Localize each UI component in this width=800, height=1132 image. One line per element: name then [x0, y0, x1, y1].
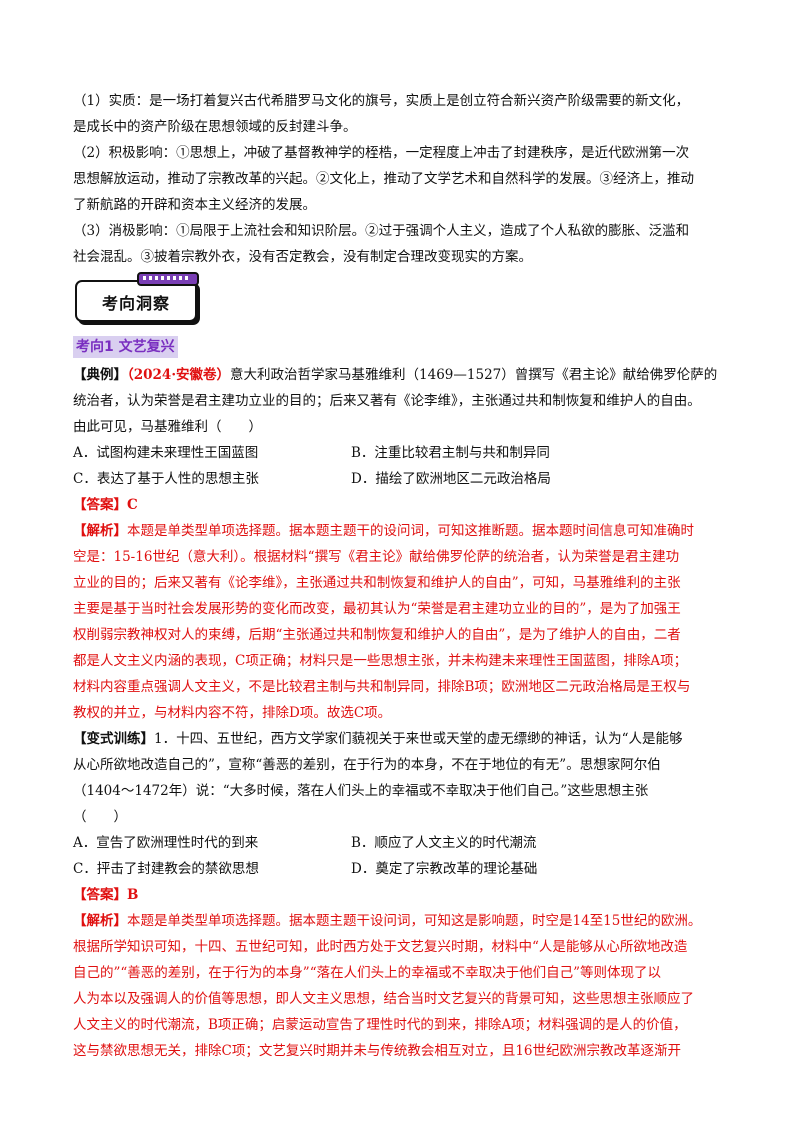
example-source: （2024·安徽卷） [127, 367, 231, 383]
analysis-line: 人为本以及强调人的价值等思想，即人文主义思想，结合当时文艺复兴的背景可知，这些思… [73, 991, 694, 1007]
example-question-line: 由此可见，马基雅维利（ ） [73, 419, 262, 435]
option-d: D．奠定了宗教改革的理论基础 [351, 861, 538, 877]
intro-section: （1）实质：是一场打着复兴古代希腊罗马文化的旗号，实质上是创立符合新兴资产阶级需… [73, 88, 727, 270]
option-b: B．顺应了人文主义的时代潮流 [351, 835, 537, 851]
option-d: D．描绘了欧洲地区二元政治格局 [351, 471, 551, 487]
analysis-line: 【解析】本题是单类型单项选择题。据本题主题干的设问词，可知这推断题。据本题时间信… [73, 518, 727, 544]
page-content: （1）实质：是一场打着复兴古代希腊罗马文化的旗号，实质上是创立符合新兴资产阶级需… [73, 88, 727, 1064]
analysis-line: 材料内容重点强调人文主义，不是比较君主制与共和制异同，排除B项；欧洲地区二元政治… [73, 679, 691, 695]
banner-title: 考向洞察 [101, 294, 170, 313]
analysis-line: 立业的目的；后来又著有《论李维》，主张通过共和制恢复和维护人的自由”，可知，马基… [73, 575, 681, 591]
section-banner: 考向洞察 [73, 272, 727, 334]
option-c: C．抨击了封建教会的禁欲思想 [73, 861, 259, 877]
analysis-line: 人文主义的时代潮流，B项正确；启蒙运动宣告了理性时代的到来，排除A项；材料强调的… [73, 1017, 687, 1033]
option-b: B．注重比较君主制与共和制异同 [351, 445, 550, 461]
practice-question-line: 从心所欲地改造自己的”，宣称“善恶的差别，在于行为的本身，不在于地位的有无”。思… [73, 757, 661, 773]
example-label: 【典例】 [73, 367, 127, 383]
analysis-line: 都是人文主义内涵的表现，C项正确；材料只是一些思想主张，并未构建未来理性王国蓝图… [73, 653, 688, 669]
analysis-text: 本题是单类型单项选择题。据本题主题干的设问词，可知这推断题。据本题时间信息可知准… [127, 523, 694, 539]
practice-question-line: （1404～1472年）说：“大多时候，落在人们头上的幸福或不幸取决于他们自己。… [73, 783, 649, 799]
banner-box: 考向洞察 [75, 280, 197, 322]
practice-question-line: （ ） [73, 809, 127, 825]
practice-analysis: 【解析】本题是单类型单项选择题。据本题主题干设问词，可知这是影响题，时空是14至… [73, 908, 727, 1064]
example-answer: 【答案】C [73, 497, 138, 513]
analysis-line: 空是：15-16世纪（意大利）。根据材料“撰写《君主论》献给佛罗伦萨的统治者，认… [73, 549, 680, 565]
analysis-line: 权削弱宗教神权对人的束缚，后期“主张通过共和制恢复和维护人的自由”，是为了维护人… [73, 627, 681, 643]
analysis-text: 本题是单类型单项选择题。据本题主题干设问词，可知这是影响题，时空是14至15世纪… [127, 913, 702, 929]
example-analysis: 【解析】本题是单类型单项选择题。据本题主题干的设问词，可知这推断题。据本题时间信… [73, 518, 727, 726]
analysis-line: 教权的并立，与材料内容不符，排除D项。故选C项。 [73, 705, 392, 721]
example-section: 【典例】（2024·安徽卷）意大利政治哲学家马基雅维利（1469—1527）曾撰… [73, 362, 727, 726]
analysis-label: 【解析】 [73, 523, 127, 539]
intro-line: 了新航路的开辟和资本主义经济的发展。 [73, 197, 316, 213]
option-a: A．试图构建未来理性王国蓝图 [73, 445, 259, 461]
option-c: C．表达了基于人性的思想主张 [73, 471, 259, 487]
practice-question-text: 1．十四、五世纪，西方文学家们藐视关于来世或天堂的虚无缥缈的神话，认为“人是能够 [154, 731, 683, 747]
example-question-line: 统治者，认为荣誉是君主建功立业的目的；后来又著有《论李维》，主张通过共和制恢复和… [73, 393, 701, 409]
kaoxiang-title: 考向1 文艺复兴 [73, 336, 178, 358]
intro-line: 社会混乱。③披着宗教外衣，没有否定教会，没有制定合理改变现实的方案。 [73, 249, 532, 265]
intro-line: 是成长中的资产阶级在思想领域的反封建斗争。 [73, 119, 357, 135]
analysis-line: 自己的”“善恶的差别，在于行为的本身”“落在人们头上的幸福或不幸取决于他们自己”… [73, 965, 662, 981]
practice-label: 【变式训练】 [73, 731, 154, 747]
option-a: A．宣告了欧洲理性时代的到来 [73, 835, 259, 851]
analysis-line: 【解析】本题是单类型单项选择题。据本题主题干设问词，可知这是影响题，时空是14至… [73, 908, 727, 934]
example-question-text: 意大利政治哲学家马基雅维利（1469—1527）曾撰写《君主论》献给佛罗伦萨的 [230, 367, 718, 383]
analysis-line: 根据所学知识可知，十四、五世纪可知，此时西方处于文艺复兴时期，材料中“人是能够从… [73, 939, 688, 955]
analysis-line: 主要是基于当时社会发展形势的变化而改变，最初其认为“荣誉是君主建功立业的目的”，… [73, 601, 681, 617]
practice-options: A．宣告了欧洲理性时代的到来 B．顺应了人文主义的时代潮流 C．抨击了封建教会的… [73, 830, 727, 882]
practice-question-line: 【变式训练】1．十四、五世纪，西方文学家们藐视关于来世或天堂的虚无缥缈的神话，认… [73, 726, 727, 752]
practice-answer: 【答案】B [73, 887, 139, 903]
example-options: A．试图构建未来理性王国蓝图 B．注重比较君主制与共和制异同 C．表达了基于人性… [73, 440, 727, 492]
intro-line: （3）消极影响：①局限于上流社会和知识阶层。②过于强调个人主义，造成了个人私欲的… [73, 223, 690, 239]
example-question-line: 【典例】（2024·安徽卷）意大利政治哲学家马基雅维利（1469—1527）曾撰… [73, 362, 727, 388]
practice-section: 【变式训练】1．十四、五世纪，西方文学家们藐视关于来世或天堂的虚无缥缈的神话，认… [73, 726, 727, 1064]
intro-line: （2）积极影响：①思想上，冲破了基督教神学的桎梏，一定程度上冲击了封建秩序，是近… [73, 145, 690, 161]
analysis-label: 【解析】 [73, 913, 127, 929]
banner-tab-decoration [137, 272, 199, 286]
analysis-line: 这与禁欲思想无关，排除C项；文艺复兴时期并未与传统教会相互对立，且16世纪欧洲宗… [73, 1043, 682, 1059]
intro-line: 思想解放运动，推动了宗教改革的兴起。②文化上，推动了文学艺术和自然科学的发展。③… [73, 171, 694, 187]
intro-line: （1）实质：是一场打着复兴古代希腊罗马文化的旗号，实质上是创立符合新兴资产阶级需… [73, 93, 690, 109]
